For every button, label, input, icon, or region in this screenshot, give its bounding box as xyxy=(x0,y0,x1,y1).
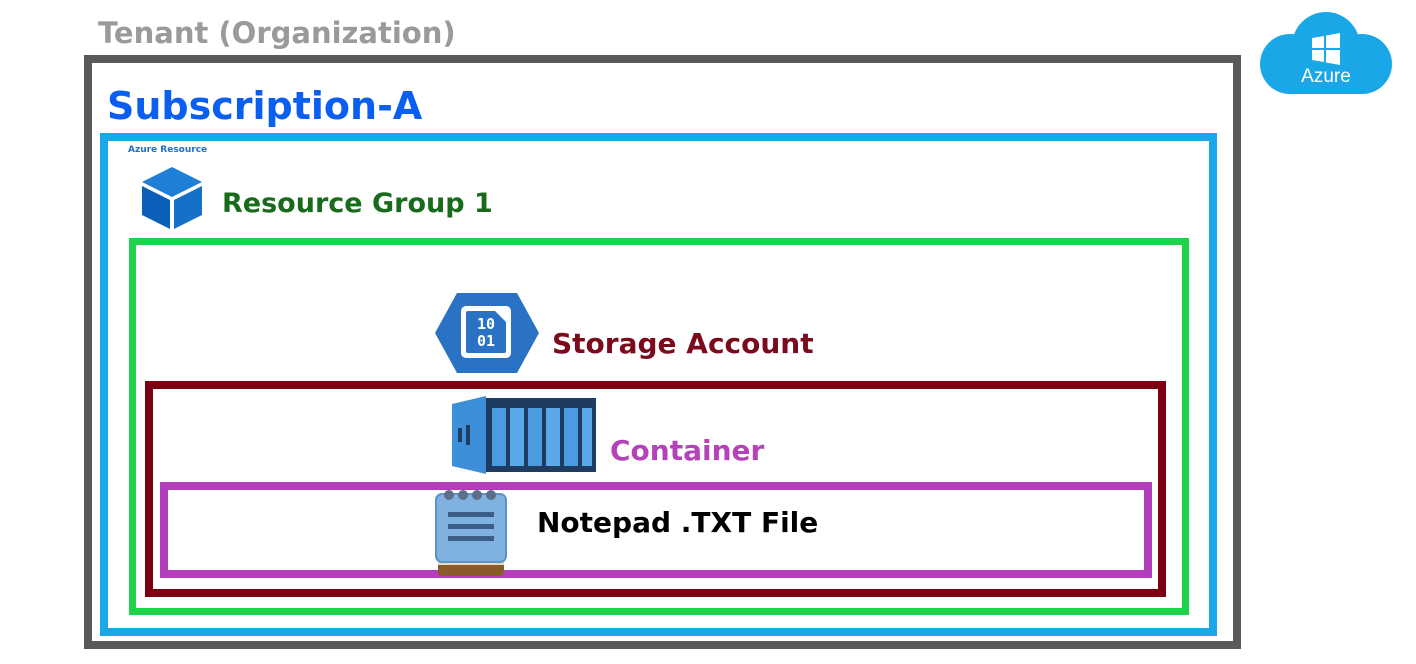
subscription-box xyxy=(100,133,1217,636)
storage-account-box xyxy=(145,381,1166,597)
resource-group-box xyxy=(129,238,1189,615)
azure-resource-caption: Azure Resource xyxy=(128,145,208,155)
windows-logo-icon xyxy=(1312,33,1340,65)
tenant-label: Tenant (Organization) xyxy=(98,16,456,50)
azure-logo-label: Azure xyxy=(1301,66,1351,87)
cube-icon xyxy=(142,167,202,229)
notepad-icon xyxy=(435,490,507,576)
storage-account-label: Storage Account xyxy=(552,327,814,360)
storage-account-icon: 10 01 xyxy=(435,293,539,373)
resource-group-label: Resource Group 1 xyxy=(222,188,493,219)
subscription-label: Subscription-A xyxy=(107,84,423,128)
storage-icon-text-top: 10 xyxy=(477,315,495,333)
tenant-box xyxy=(84,55,1241,649)
container-label: Container xyxy=(610,434,765,467)
azure-cloud-logo: Azure xyxy=(1260,12,1392,94)
container-box xyxy=(160,482,1152,578)
container-icon xyxy=(452,396,596,474)
storage-icon-text-bottom: 01 xyxy=(477,332,495,350)
notepad-file-label: Notepad .TXT File xyxy=(537,506,819,539)
